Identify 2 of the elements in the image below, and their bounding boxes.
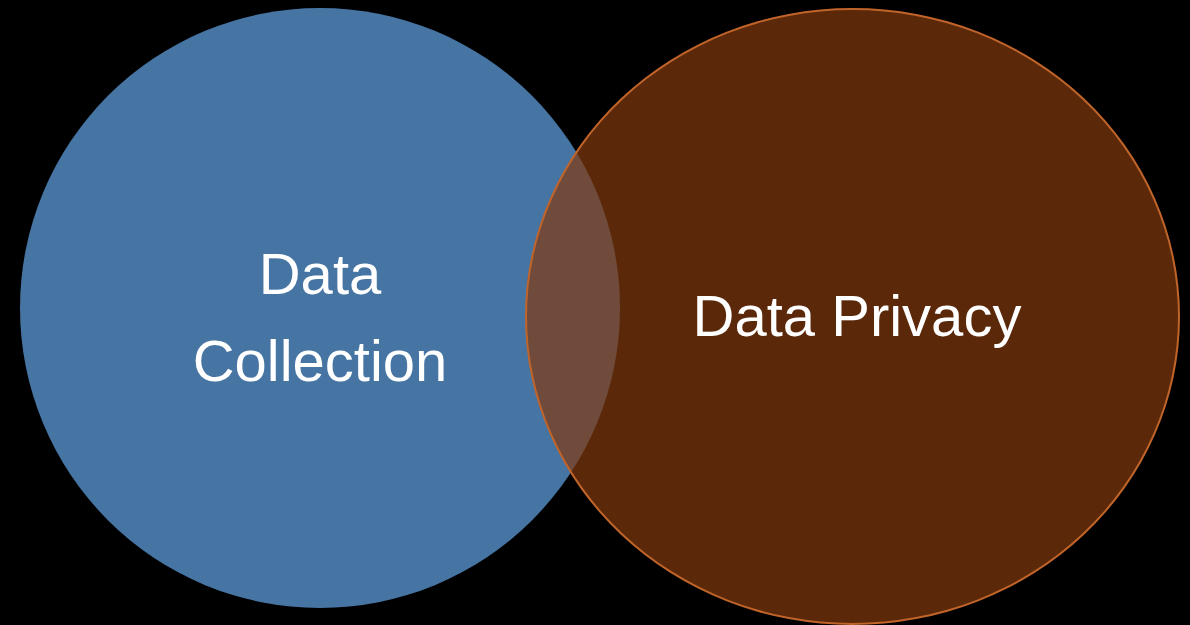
circle-label: Data Privacy [691, 282, 1023, 350]
circle-label: Data Collection [191, 240, 449, 395]
